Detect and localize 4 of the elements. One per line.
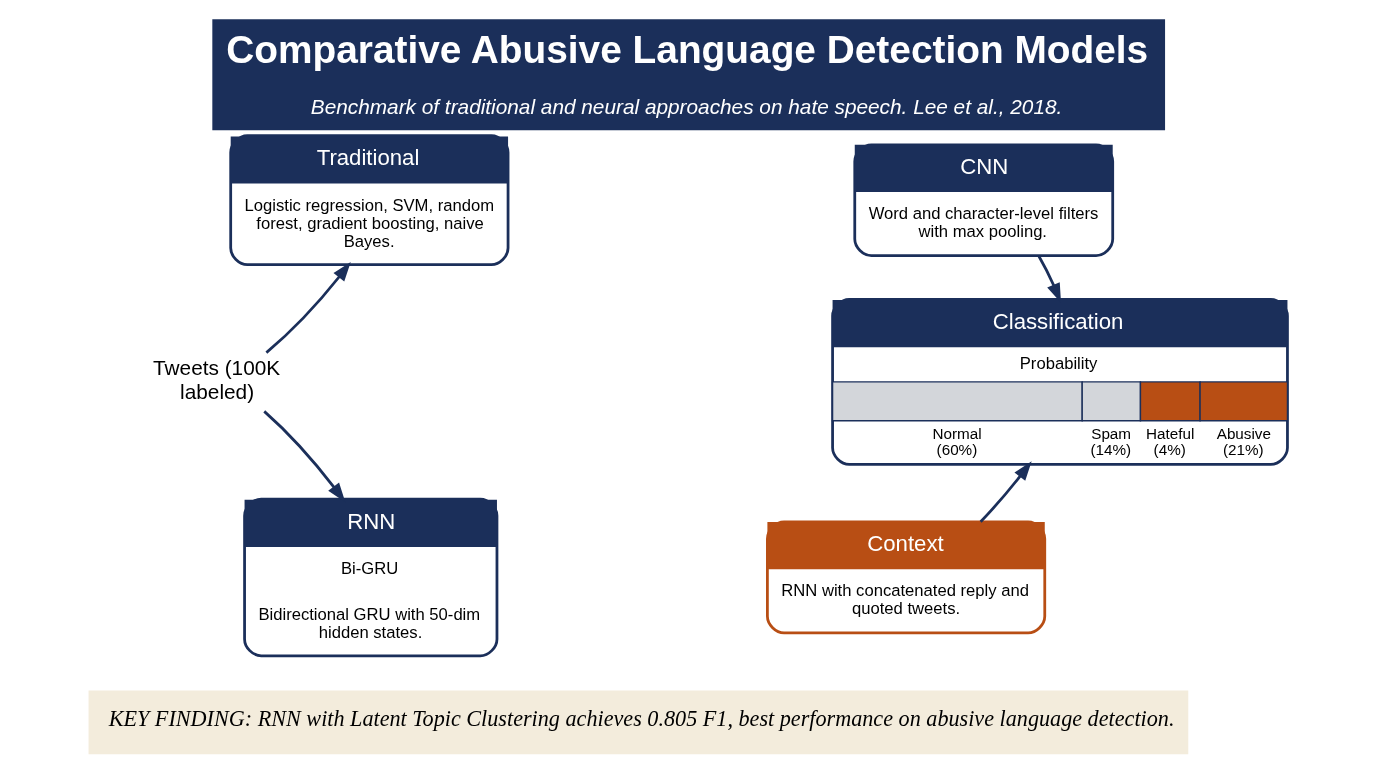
label: Benchmark of traditional and neural approaches on hate speech. Lee et al., 2018. bbox=[310, 94, 1063, 118]
node-text: Tweets (100K labeled) bbox=[153, 355, 281, 403]
diagram-title: Comparative Abusive Language Detection Models bbox=[226, 27, 1149, 71]
caption: KEY FINDING: RNN with Latent Topic Clustering achieves 0.805 F1, best performance on abusive language detection. bbox=[108, 706, 1175, 732]
